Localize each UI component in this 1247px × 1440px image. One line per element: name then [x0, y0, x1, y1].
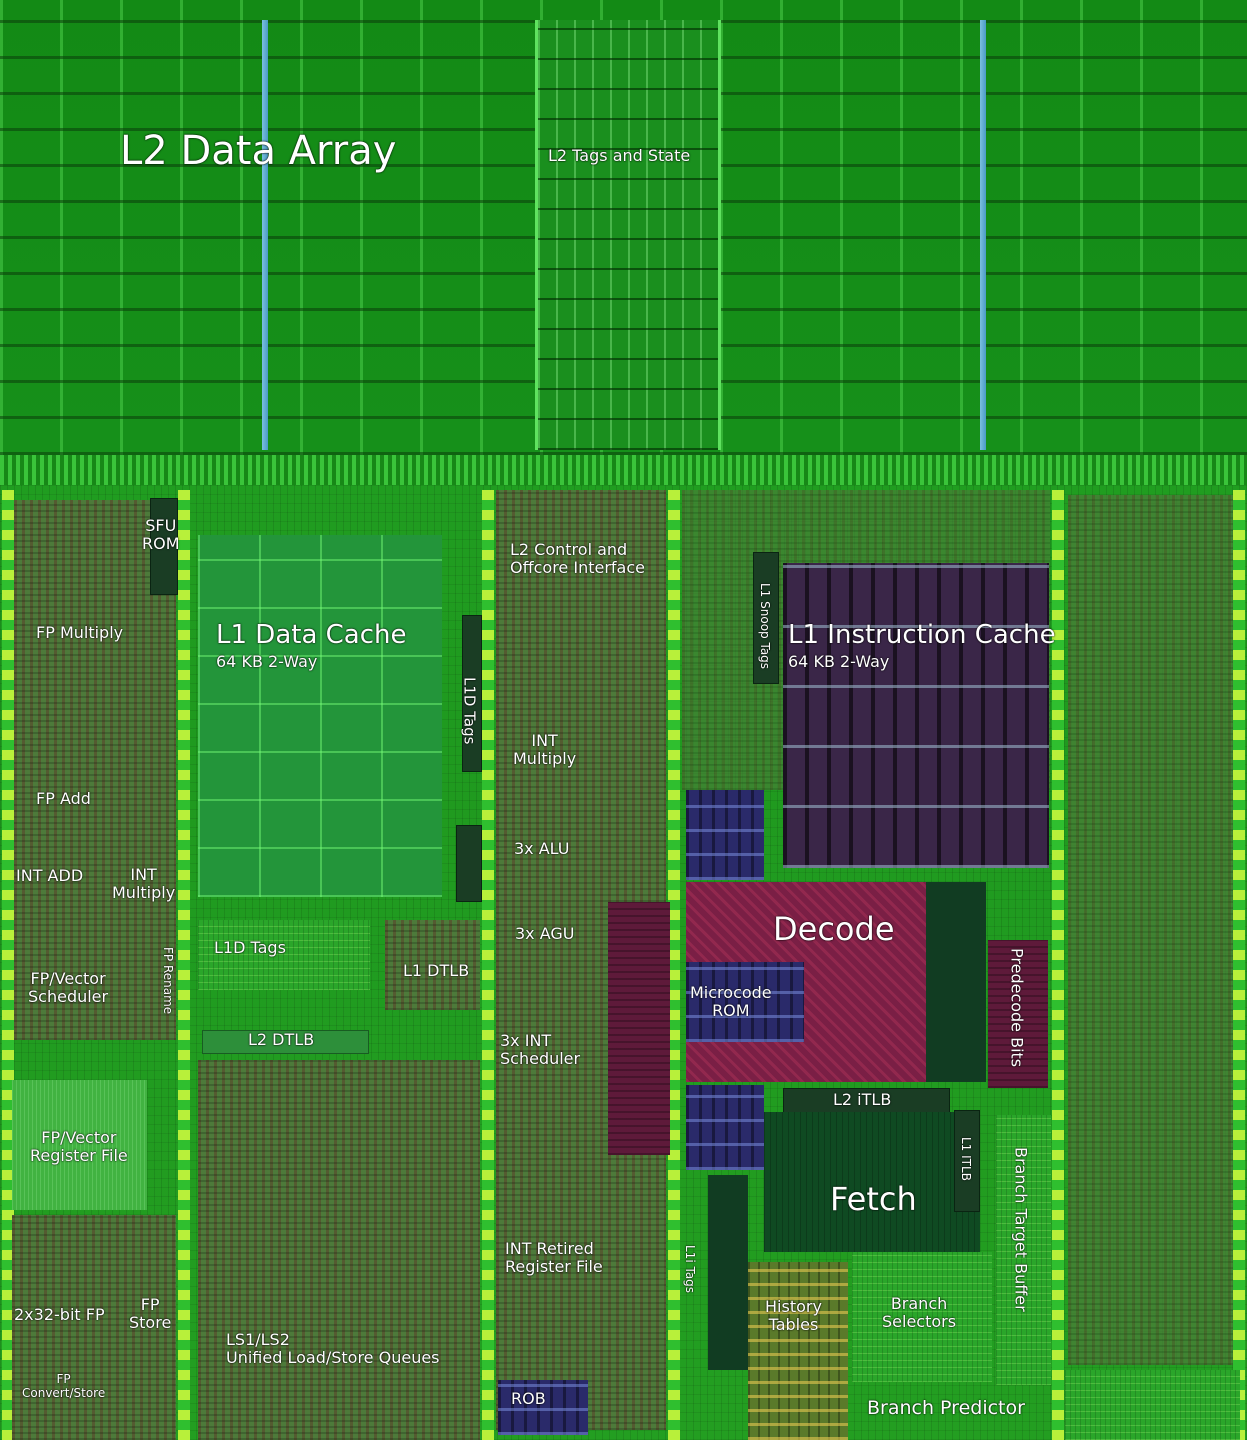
label-3x-int-scheduler: 3x INT Scheduler [500, 1031, 581, 1069]
label-sfu-rom: SFU ROM [142, 516, 180, 554]
l1-itlb-block [954, 1110, 980, 1212]
predecode-bits-block [988, 940, 1048, 1088]
label-l1-itlb: L1 ITLB [958, 1137, 973, 1181]
label-fp-add: FP Add [36, 789, 91, 808]
decode-side-block [926, 882, 986, 1082]
stripe-2 [178, 490, 190, 1440]
label-int-multiply-core: INT Multiply [513, 731, 577, 769]
fetch-block [764, 1112, 980, 1252]
l2-itlb-block [783, 1088, 950, 1114]
branch-target-buffer-block [996, 1115, 1051, 1385]
label-l1-data-cache: L1 Data Cache [216, 620, 407, 650]
fp-store-area [12, 1215, 176, 1440]
label-fp-rename: FP Rename [160, 947, 175, 1015]
label-l1-instruction-cache-sub: 64 KB 2-Way [788, 652, 890, 671]
label-fp-multiply: FP Multiply [36, 623, 124, 642]
l1-instruction-cache-block [783, 563, 1049, 868]
label-l2-itlb: L2 iTLB [833, 1090, 892, 1109]
label-fp-vector-register-file: FP/Vector Register File [30, 1128, 128, 1166]
label-l2-data-array: L2 Data Array [120, 128, 397, 174]
label-l1d-tags-horizontal: L1D Tags [214, 938, 286, 957]
microcode-rom-block [686, 962, 804, 1042]
label-branch-selectors: Branch Selectors [882, 1294, 957, 1332]
l2-dtlb-block [202, 1030, 369, 1054]
l2-bus-left [262, 20, 268, 450]
label-int-multiply-fp: INT Multiply [112, 865, 176, 903]
l2-core-boundary [0, 455, 1247, 485]
l2-bus-right [980, 20, 986, 450]
fp-register-file-block [12, 1080, 147, 1210]
label-l1-instruction-cache: L1 Instruction Cache [788, 620, 1056, 650]
stripe-1 [2, 490, 14, 1440]
label-l2-tags-state: L2 Tags and State [548, 146, 691, 165]
microcode-upper-block [686, 790, 764, 880]
label-int-retired-register-file: INT Retired Register File [505, 1239, 603, 1277]
label-ls-queues: LS1/LS2 Unified Load/Store Queues [226, 1330, 440, 1368]
label-fp-store: FP Store [129, 1295, 172, 1333]
label-microcode-rom: Microcode ROM [690, 983, 772, 1021]
label-fp-convert-store: FP Convert/Store [22, 1372, 106, 1400]
history-tables-block [748, 1262, 848, 1440]
label-3x-agu: 3x AGU [515, 924, 575, 943]
rob-block [498, 1380, 588, 1435]
l1d-tags-horizontal-block [198, 920, 370, 990]
stripe-3 [482, 490, 494, 1440]
l1-dtlb-block [385, 920, 480, 1010]
label-2x32-bit-fp: 2x32-bit FP [14, 1305, 105, 1324]
label-3x-alu: 3x ALU [514, 839, 570, 858]
label-fetch: Fetch [830, 1180, 917, 1218]
label-rob: ROB [511, 1389, 546, 1408]
label-branch-target-buffer: Branch Target Buffer [1011, 1147, 1031, 1312]
io-pads-block [1065, 1370, 1240, 1440]
l2-tags-region [535, 20, 721, 450]
label-predecode-bits: Predecode Bits [1007, 948, 1027, 1068]
l1d-tags-small-block [456, 825, 482, 902]
stripe-6 [1233, 490, 1245, 1440]
label-l1i-tags: L1i Tags [682, 1245, 697, 1294]
label-l1-data-cache-sub: 64 KB 2-Way [216, 652, 318, 671]
label-fp-vector-scheduler: FP/Vector Scheduler [28, 969, 109, 1007]
sfu-rom-block [150, 498, 178, 595]
l1d-tags-vertical-block [462, 615, 482, 772]
fp-logic-area [14, 500, 176, 1040]
label-int-add: INT ADD [16, 866, 84, 885]
stripe-4 [668, 490, 680, 1440]
right-logic-block [1068, 495, 1233, 1365]
int-scheduler-red-block [608, 902, 670, 1155]
l1-data-cache-block [198, 535, 442, 897]
label-l1-dtlb: L1 DTLB [403, 961, 470, 980]
label-l2-control: L2 Control and Offcore Interface [510, 540, 645, 578]
l1i-tags-block [708, 1175, 748, 1370]
l1-snoop-tags-block [753, 552, 779, 684]
microcode-lower-block [686, 1085, 764, 1170]
label-history-tables: History Tables [765, 1297, 822, 1335]
label-l2-dtlb: L2 DTLB [248, 1030, 315, 1049]
stripe-5 [1052, 490, 1064, 1440]
label-l1-snoop-tags: L1 Snoop Tags [757, 583, 772, 670]
label-decode: Decode [773, 910, 895, 948]
branch-selectors-block [852, 1252, 992, 1382]
ls-queue-block [198, 1060, 480, 1440]
label-l1d-tags-vertical: L1D Tags [460, 677, 479, 745]
label-branch-predictor: Branch Predictor [867, 1397, 1025, 1419]
